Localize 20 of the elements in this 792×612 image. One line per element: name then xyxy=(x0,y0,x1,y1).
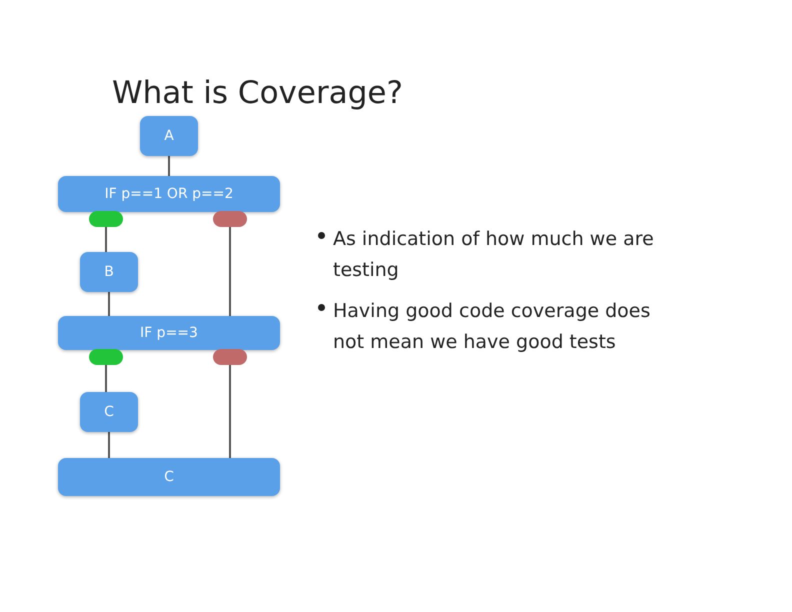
branch-pill xyxy=(89,349,123,365)
connector-line xyxy=(108,432,110,458)
bullet-text: As indication of how much we are testing xyxy=(333,227,655,283)
branch-pill xyxy=(213,211,247,227)
process-box: C xyxy=(80,392,138,432)
connector-line xyxy=(105,227,107,252)
slide-title: What is Coverage? xyxy=(112,74,403,113)
process-box: IF p==1 OR p==2 xyxy=(58,176,280,212)
connector-line xyxy=(229,365,231,458)
connector-line xyxy=(229,227,231,316)
connector-line xyxy=(108,292,110,316)
process-box: A xyxy=(140,116,198,156)
connector-line xyxy=(105,365,107,392)
process-box: B xyxy=(80,252,138,292)
branch-pill xyxy=(89,211,123,227)
bullet-text: Having good code coverage does not mean we have good tests xyxy=(333,299,652,355)
connector-line xyxy=(168,156,170,176)
process-box: C xyxy=(58,458,280,496)
process-box: IF p==3 xyxy=(58,316,280,350)
branch-pill xyxy=(213,349,247,365)
